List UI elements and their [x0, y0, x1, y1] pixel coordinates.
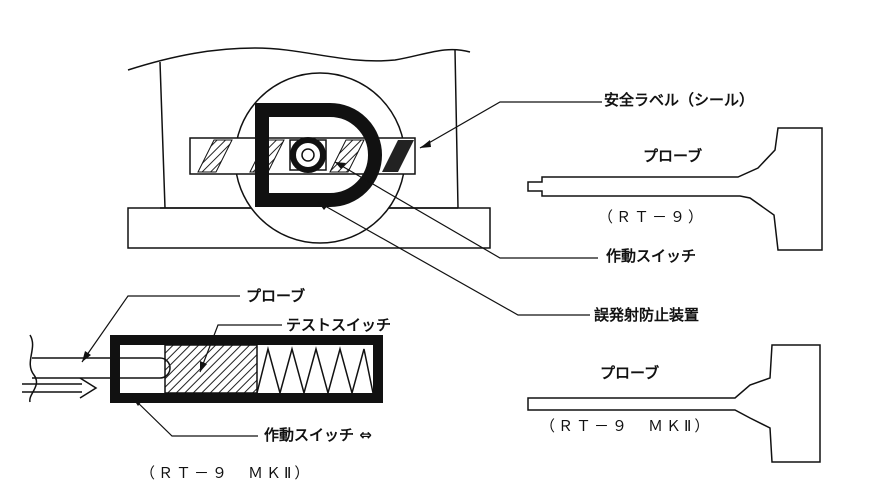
insert-arrow [22, 377, 98, 399]
label-rt9: （ＲＴ－９） [598, 208, 707, 226]
label-misfire-prevention: 誤発射防止装置 [594, 306, 700, 324]
label-probe-top: プローブ [643, 147, 703, 165]
label-safety-seal: 安全ラベル（シール） [604, 91, 755, 109]
misfire-prevention-device [255, 103, 382, 207]
leader-lines [81, 101, 602, 437]
operating-switch-part [289, 137, 327, 173]
test-switch-hatched [164, 344, 258, 394]
housing-top-wavy-edge [127, 47, 471, 71]
label-probe-mid: プローブ [246, 287, 306, 305]
switch-tube-assembly [22, 334, 383, 403]
probe-rt9-mk2 [527, 344, 821, 463]
label-test-switch: テストスイッチ [286, 316, 392, 334]
label-operating-switch-2: 作動スイッチ ⇔ [264, 426, 372, 444]
probe-shaft-wavy-end [29, 334, 38, 403]
probe-rt9 [527, 127, 823, 251]
label-probe-right: プローブ [600, 364, 660, 382]
housing-body [159, 49, 459, 209]
label-operating-switch: 作動スイッチ [606, 247, 697, 265]
tube-body [110, 335, 383, 403]
label-rt9-mk2-right: （ＲＴ－９ ＭＫⅡ） [540, 417, 713, 435]
label-rt9-mk2-left: （ＲＴ－９ ＭＫⅡ） [140, 464, 313, 482]
spring [256, 346, 374, 396]
